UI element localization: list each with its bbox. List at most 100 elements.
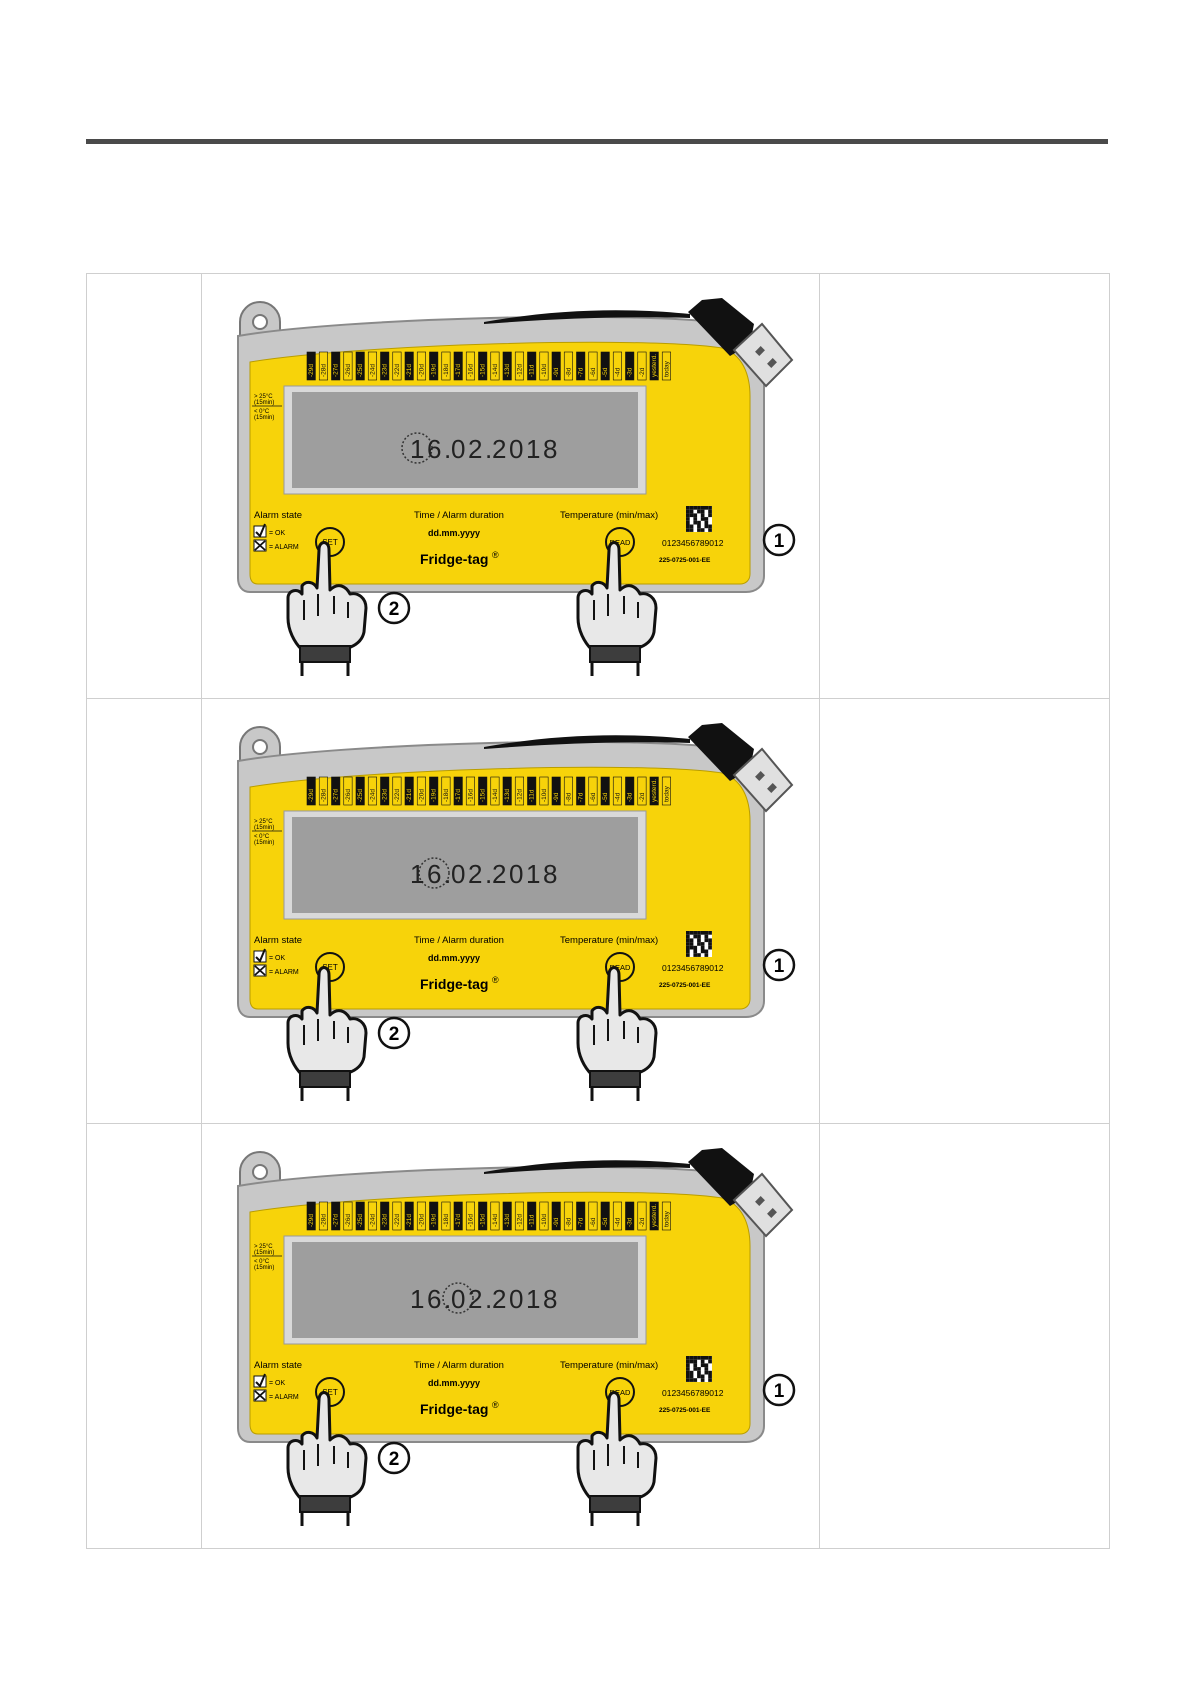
day-bar-segment (600, 776, 610, 806)
day-bar-segment (576, 776, 586, 806)
day-label: -5d (602, 367, 609, 377)
day-bar-segment (478, 1201, 488, 1231)
qr-module (700, 942, 705, 946)
day-label: -15d (480, 1214, 487, 1227)
step-marker-set-label: 2 (389, 1449, 400, 1470)
day-label: -18d (443, 1214, 450, 1227)
day-bar-segment (539, 351, 549, 381)
step-row-2: -29d-28d-27d-26d-25d-24d-23d-22d-21d-20d… (86, 698, 1110, 1124)
day-bar-segment (514, 776, 524, 806)
qr-module (697, 934, 701, 939)
threshold-low-duration: (15min) (254, 1265, 274, 1271)
day-bar-segment (490, 776, 500, 806)
day-label: -19d (431, 364, 438, 377)
lcd-date-char: 2 (468, 434, 482, 464)
day-label: -29d (308, 364, 315, 377)
lcd-date-char: 0 (509, 1284, 523, 1314)
temperature-title: Temperature (min/max) (560, 510, 658, 521)
usb-pin (755, 346, 765, 356)
fridge-tag-illustration: -29d-28d-27d-26d-25d-24d-23d-22d-21d-20d… (237, 298, 796, 676)
day-bar-segment (306, 351, 316, 381)
day-bar-segment (649, 776, 659, 806)
qr-module (686, 1378, 690, 1382)
day-label: -13d (504, 1214, 511, 1227)
qr-module (693, 517, 698, 521)
day-label: -13d (504, 789, 511, 802)
threshold-high-label: > 25°C (254, 819, 273, 825)
day-bar-segment (563, 351, 573, 381)
day-bar-segment (380, 776, 390, 806)
hanging-hole (252, 739, 268, 755)
day-label: -9d (553, 792, 560, 802)
step-marker-read (762, 523, 796, 557)
day-label: -25d (357, 364, 364, 377)
day-bar-segment (478, 351, 488, 381)
day-label: -14d (492, 1214, 499, 1227)
qr-module (689, 1370, 694, 1375)
day-bar-segment (649, 1201, 659, 1231)
serial-number: 0123456789012 (662, 1388, 724, 1398)
day-label: -11d (529, 1214, 536, 1227)
qr-module (693, 945, 698, 950)
day-label: -14d (492, 789, 499, 802)
date-format-label: dd.mm.yyyy (428, 953, 480, 963)
qr-module (693, 513, 698, 518)
serial-number: 0123456789012 (662, 538, 724, 548)
day-label: -24d (369, 364, 376, 377)
qr-module (686, 520, 690, 525)
day-bar-segment (588, 776, 598, 806)
step-row-3: -29d-28d-27d-26d-25d-24d-23d-22d-21d-20d… (86, 1123, 1110, 1549)
day-label: -17d (455, 364, 462, 377)
day-bar-segment (318, 776, 328, 806)
finger-lines (593, 1019, 639, 1045)
day-bar-segment (453, 351, 463, 381)
finger-lines (303, 594, 349, 620)
step-marker-set (377, 1016, 411, 1050)
day-bar-segment (380, 351, 390, 381)
day-bar-segment (429, 351, 439, 381)
day-bar-segment (367, 351, 377, 381)
day-bar-segment (416, 1201, 426, 1231)
qr-module (697, 520, 701, 525)
pointing-hand-icon (576, 966, 658, 1101)
header-rule (86, 139, 1108, 144)
qr-module (686, 1363, 690, 1368)
day-bar-segment (380, 1201, 390, 1231)
qr-module (704, 949, 709, 954)
qr-module (708, 1356, 712, 1360)
check-icon (255, 1373, 266, 1388)
date-format-label: dd.mm.yyyy (428, 1378, 480, 1388)
day-label: -8d (565, 792, 572, 802)
day-label: -25d (357, 1214, 364, 1227)
x-icon (254, 965, 266, 976)
threshold-high-duration: (15min) (254, 400, 274, 406)
time-alarm-duration-title: Time / Alarm duration (414, 935, 504, 946)
day-label: -2d (639, 792, 646, 802)
qr-code-icon (686, 506, 712, 532)
day-label: -7d (578, 792, 585, 802)
qr-module (697, 931, 701, 935)
set-button-label: SET (322, 963, 338, 972)
usb-pin (755, 1196, 765, 1206)
threshold-low-label: < 0°C (254, 834, 270, 840)
day-label: -5d (602, 792, 609, 802)
step-number-cell (86, 1123, 202, 1549)
hand-cuff (589, 1070, 641, 1088)
day-bar-segment (306, 776, 316, 806)
qr-module (686, 931, 690, 935)
ok-label: = OK (269, 1380, 285, 1387)
qr-module (686, 509, 690, 514)
part-number: 225-0725-001-EE (659, 557, 711, 564)
threshold-low-label: < 0°C (254, 1259, 270, 1265)
qr-module (686, 513, 690, 518)
usb-plug-housing (688, 298, 754, 356)
lcd-date-char: 0 (509, 434, 523, 464)
hand-cuff (589, 1495, 641, 1513)
day-bar-segment (551, 351, 561, 381)
day-label: -12d (516, 789, 523, 802)
usb-pin (755, 771, 765, 781)
day-label: -23d (382, 1214, 389, 1227)
qr-module (689, 938, 694, 943)
blinking-digit-indicator (401, 432, 433, 464)
qr-module (693, 1367, 698, 1371)
